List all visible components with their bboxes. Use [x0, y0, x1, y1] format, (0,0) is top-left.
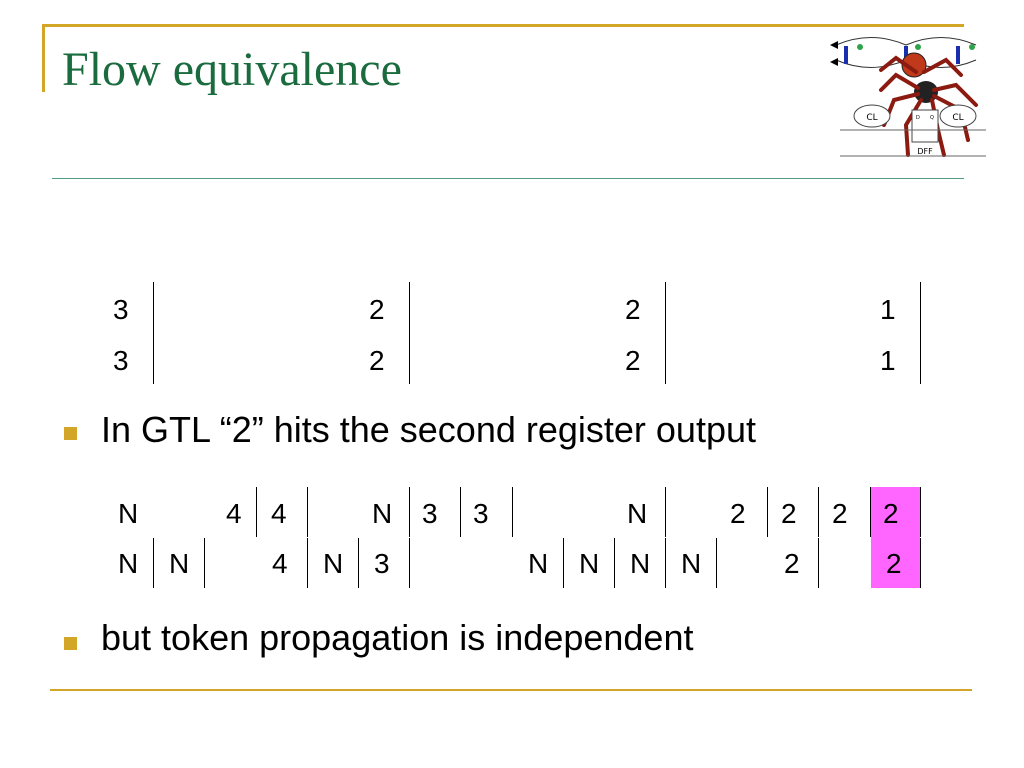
table-2-divider [665, 487, 666, 537]
table-2-cell: N [118, 548, 139, 579]
table-2-divider [818, 487, 819, 537]
table-2-cell: 2 [784, 548, 800, 579]
table-2-cell: 3 [473, 498, 489, 529]
bullet-marker [64, 637, 77, 650]
table-2-cell: N [681, 548, 702, 579]
table-1-cell: 2 [369, 345, 385, 376]
table-1-cell: 2 [625, 345, 641, 376]
table-2-divider [409, 538, 410, 588]
table-2-divider [920, 487, 921, 537]
table-1-cell: 1 [880, 294, 896, 325]
table-2-cell: 3 [422, 498, 438, 529]
table-1-cell: 1 [880, 345, 896, 376]
table-2-divider [204, 538, 205, 588]
table-2-divider [307, 487, 308, 537]
table-1-divider [920, 282, 921, 384]
table-2-divider [409, 487, 410, 537]
table-2-divider [920, 538, 921, 588]
table-2-divider [460, 487, 461, 537]
title-underline [52, 178, 964, 179]
table-2-divider [716, 538, 717, 588]
left-decor-line [42, 24, 45, 92]
table-2-cell-highlighted: 2 [886, 548, 902, 579]
logo-d-pin: D [916, 115, 920, 121]
table-2-divider [870, 487, 871, 537]
table-2-cell: 2 [730, 498, 746, 529]
top-decor-line [42, 24, 964, 27]
logo-q-pin: Q [930, 115, 934, 121]
table-2-cell: N [323, 548, 344, 579]
table-2-divider [153, 538, 154, 588]
table-2-divider [665, 538, 666, 588]
table-1-cell: 2 [625, 294, 641, 325]
bullet-text: but token propagation is independent [101, 617, 694, 658]
table-2-cell: N [528, 548, 549, 579]
table-2-divider [512, 487, 513, 537]
table-1-cell: 3 [113, 345, 129, 376]
table-2-cell: N [630, 548, 651, 579]
table-2-divider [818, 538, 819, 588]
table-1-cell: 2 [369, 294, 385, 325]
table-2-cell: N [118, 498, 139, 529]
table-2-cell: N [169, 548, 190, 579]
bottom-decor-line [50, 689, 972, 691]
table-2-divider [614, 538, 615, 588]
table-1-divider [153, 282, 154, 384]
table-2-cell: 3 [374, 548, 390, 579]
bullet-marker [64, 427, 77, 440]
table-2-divider [563, 538, 564, 588]
table-1-divider [409, 282, 410, 384]
bullet-text: In GTL “2” hits the second register outp… [101, 409, 756, 450]
slide-title: Flow equivalence [62, 43, 402, 96]
table-2-divider [358, 538, 359, 588]
table-2-cell-highlighted: 2 [883, 498, 899, 529]
logo-cl-right: CL [952, 113, 963, 123]
table-2-cell: 2 [781, 498, 797, 529]
table-2-cell: N [579, 548, 600, 579]
spider-logo-icon: CL CL D Q DFF [830, 37, 986, 157]
table-2-divider [307, 538, 308, 588]
table-2-cell: 4 [272, 548, 288, 579]
logo-dff-label: DFF [917, 147, 933, 156]
table-1-divider [665, 282, 666, 384]
table-2-cell: N [372, 498, 393, 529]
table-2-divider [256, 487, 257, 537]
highlighted-cell [871, 487, 920, 588]
table-2-cell: N [627, 498, 648, 529]
table-2-divider [767, 487, 768, 537]
table-2-cell: 4 [271, 498, 287, 529]
logo-cl-left: CL [866, 113, 877, 123]
table-1-cell: 3 [113, 294, 129, 325]
table-2-cell: 4 [226, 498, 242, 529]
table-2-cell: 2 [832, 498, 848, 529]
